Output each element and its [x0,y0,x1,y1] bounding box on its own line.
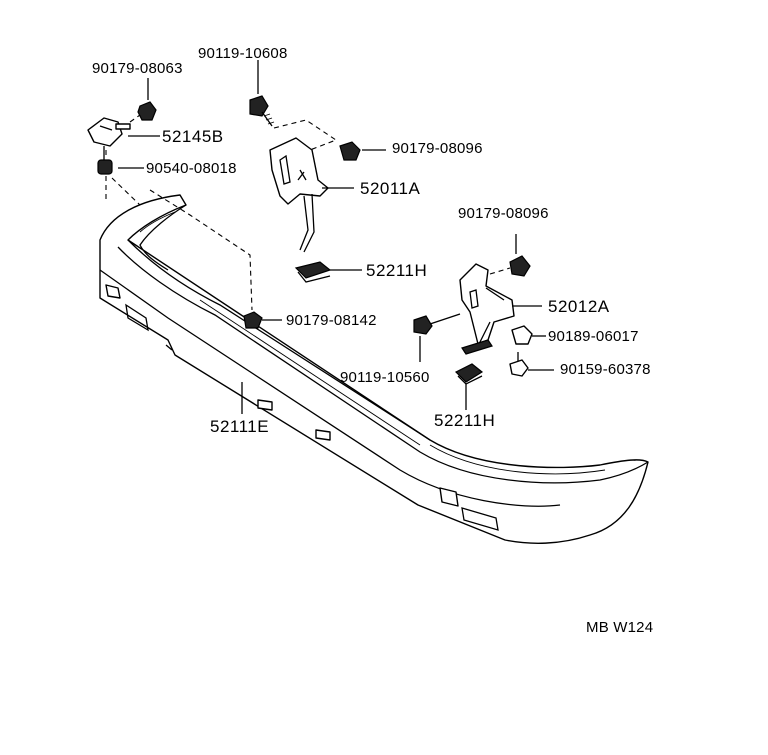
screw-90159-60378 [509,352,529,377]
nut-90179-08096-right [509,255,531,277]
callout-52111e: 52111E [210,417,270,436]
bolt-90119-10560 [413,313,461,335]
callout-90159-60378: 90159-60378 [560,361,651,378]
spacer-52211h-upper [294,261,332,283]
bracket-52012a [459,263,515,355]
clip-90540-08018 [97,159,113,200]
bracket-52145b [87,117,131,162]
callout-90540-08018: 90540-08018 [146,160,237,177]
callout-90179-08063: 90179-08063 [92,60,183,77]
callout-52211h-upper: 52211H [366,261,428,280]
nut-90179-08063 [137,101,157,121]
nut-90189-06017 [511,325,533,345]
spacer-52211h-lower [454,363,484,385]
callout-52011a: 52011A [360,179,421,198]
callout-90119-10560: 90119-10560 [340,369,430,386]
diagram-reference: MB W124 [586,619,654,636]
callout-90179-08142: 90179-08142 [286,312,377,329]
callout-90179-08096-upper: 90179-08096 [392,140,483,157]
bolt-90119-10608 [249,95,275,127]
leader-lines [118,60,554,414]
callout-52211h-lower: 52211H [434,411,496,430]
nut-90179-08096-upper [339,141,361,161]
callout-90189-06017: 90189-06017 [548,328,639,345]
callout-90119-10608: 90119-10608 [198,45,288,62]
callout-52012a: 52012A [548,297,610,316]
callout-90179-08096-right: 90179-08096 [458,205,549,222]
nut-90179-08142 [243,311,263,329]
bracket-52011a [269,137,329,253]
bumper-body [99,194,649,544]
callout-52145b: 52145B [162,127,224,146]
